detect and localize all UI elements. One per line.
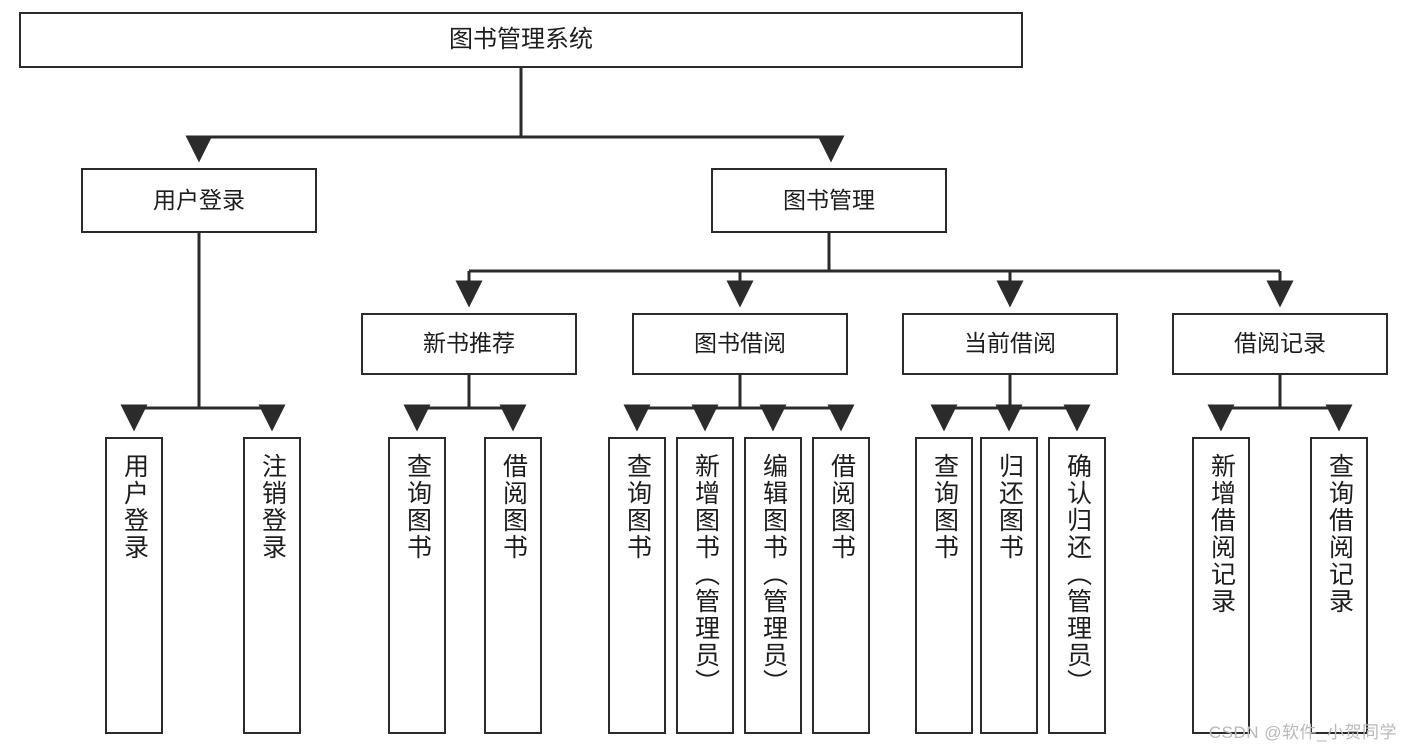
node-user-login[interactable]: 用户登录 — [81, 168, 317, 233]
node-label: 用户登录 — [153, 186, 245, 213]
node-label: 图书借阅 — [694, 330, 786, 357]
leaf-logout-login[interactable]: 注销登录 — [243, 437, 301, 734]
node-label: 归还图书 — [995, 453, 1024, 561]
node-label: 查询图书 — [403, 453, 432, 561]
leaf-borrow-book-recommend[interactable]: 借阅图书 — [484, 437, 542, 734]
leaf-add-borrow-record[interactable]: 新增借阅记录 — [1192, 437, 1250, 734]
leaf-borrow-book[interactable]: 借阅图书 — [812, 437, 870, 734]
node-current-borrow[interactable]: 当前借阅 — [902, 313, 1118, 375]
leaf-query-book-borrow[interactable]: 查询图书 — [608, 437, 666, 734]
node-label: 用户登录 — [120, 453, 149, 561]
node-label: 图书管理 — [783, 186, 875, 213]
leaf-add-book-admin[interactable]: 新增图书（管理员） — [676, 437, 734, 734]
node-label: 查询图书 — [623, 453, 652, 561]
node-book-management[interactable]: 图书管理 — [711, 168, 947, 233]
node-label: 编辑图书（管理员） — [759, 453, 788, 696]
node-label: 确认归还（管理员） — [1063, 453, 1092, 696]
node-new-book-recommend[interactable]: 新书推荐 — [361, 313, 577, 375]
node-label: 新增借阅记录 — [1207, 453, 1236, 615]
node-book-borrow[interactable]: 图书借阅 — [632, 313, 848, 375]
leaf-query-borrow-record[interactable]: 查询借阅记录 — [1310, 437, 1368, 734]
node-label: 新增图书（管理员） — [691, 453, 720, 696]
node-label: 借阅记录 — [1234, 330, 1326, 357]
leaf-confirm-return-admin[interactable]: 确认归还（管理员） — [1048, 437, 1106, 734]
node-label: 图书管理系统 — [449, 25, 593, 53]
node-label: 借阅图书 — [827, 453, 856, 561]
node-label: 注销登录 — [258, 453, 287, 561]
node-label: 借阅图书 — [499, 453, 528, 561]
node-label: 查询借阅记录 — [1325, 453, 1354, 615]
watermark-text: CSDN @软件_小贺同学 — [1208, 723, 1397, 742]
node-label: 新书推荐 — [423, 330, 515, 357]
leaf-edit-book-admin[interactable]: 编辑图书（管理员） — [744, 437, 802, 734]
leaf-query-book-current[interactable]: 查询图书 — [915, 437, 973, 734]
node-label: 查询图书 — [930, 453, 959, 561]
node-root-book-management-system[interactable]: 图书管理系统 — [19, 12, 1023, 68]
node-borrow-record[interactable]: 借阅记录 — [1172, 313, 1388, 375]
node-label: 当前借阅 — [964, 330, 1056, 357]
leaf-query-book-recommend[interactable]: 查询图书 — [388, 437, 446, 734]
leaf-user-login[interactable]: 用户登录 — [105, 437, 163, 734]
leaf-return-book[interactable]: 归还图书 — [980, 437, 1038, 734]
